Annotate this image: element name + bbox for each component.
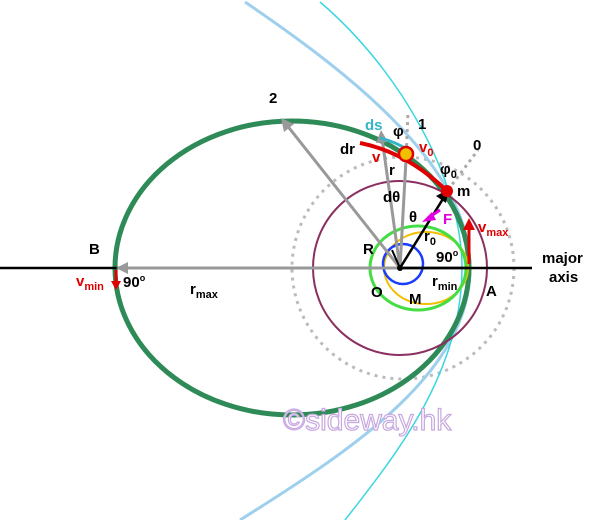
label-line-1: 1 (418, 116, 426, 133)
label-major: major (542, 250, 583, 267)
label-axis: axis (549, 269, 578, 286)
label-rmin: rmin (432, 273, 458, 293)
label-mass-m: m (457, 183, 470, 200)
label-angle-90-a: 90o (436, 248, 459, 266)
label-rmin-sub: min (438, 281, 458, 293)
dotted-line-0 (446, 149, 480, 191)
label-v0-sub: 0 (427, 147, 433, 159)
label-r0-sub: 0 (430, 236, 436, 248)
vmax-arrowhead (463, 218, 475, 230)
label-angle-90-b-deg: o (140, 273, 146, 283)
small-circle-blue (381, 242, 425, 286)
label-rmax: rmax (190, 281, 219, 301)
label-r0-base: r (424, 228, 430, 245)
radius-line-r (398, 159, 408, 269)
label-v0: v0 (419, 139, 433, 159)
label-theta: θ (409, 209, 417, 226)
dr-line (380, 137, 402, 269)
label-m-lower: M (409, 291, 422, 308)
label-dr: dr (340, 141, 355, 158)
vmin-arrowhead (111, 281, 121, 290)
label-o: O (371, 284, 383, 301)
label-vmax-sub: max (486, 227, 509, 239)
label-dtheta: dθ (383, 189, 400, 206)
label-angle-90-b-num: 90 (123, 274, 140, 291)
label-angle-90-a-num: 90 (436, 249, 453, 266)
label-phi0: φ0 (440, 161, 457, 181)
label-a: A (486, 283, 497, 300)
label-vmin-sub: min (84, 281, 104, 293)
label-rmin-base: r (432, 273, 438, 290)
label-angle-90-b: 90o (123, 273, 146, 291)
label-phi0-sub: 0 (451, 169, 457, 181)
label-vmin: vmin (76, 273, 104, 293)
label-force: F (443, 211, 452, 228)
label-phi0-base: φ (440, 161, 451, 178)
label-r: r (389, 162, 395, 179)
label-angle-90-a-deg: o (453, 248, 459, 258)
label-r-upper: R (363, 241, 374, 258)
radius-arrowhead-2 (281, 118, 294, 132)
force-arrowhead (422, 212, 436, 222)
radius-line-2 (284, 123, 402, 269)
mass-m (441, 185, 453, 197)
label-b: B (89, 241, 100, 258)
label-rmax-sub: max (196, 289, 219, 301)
mass-at-r (397, 145, 415, 163)
label-v0-base: v (419, 139, 428, 156)
label-ds: ds (365, 117, 383, 134)
label-phi: φ (393, 123, 404, 140)
label-line-0: 0 (473, 137, 481, 154)
label-v: v (372, 149, 381, 166)
label-r0: r0 (424, 228, 436, 248)
label-vmax-base: v (478, 219, 487, 236)
focus-dot (397, 265, 403, 271)
rmax-arrowhead (116, 262, 128, 274)
label-vmin-base: v (76, 273, 85, 290)
r-upper-line (391, 249, 401, 269)
watermark: ©sideway.hk (283, 404, 452, 437)
radius-line-r0 (398, 193, 448, 269)
label-line-2: 2 (269, 90, 277, 107)
label-vmax: vmax (478, 219, 509, 239)
label-rmax-base: r (190, 281, 196, 298)
